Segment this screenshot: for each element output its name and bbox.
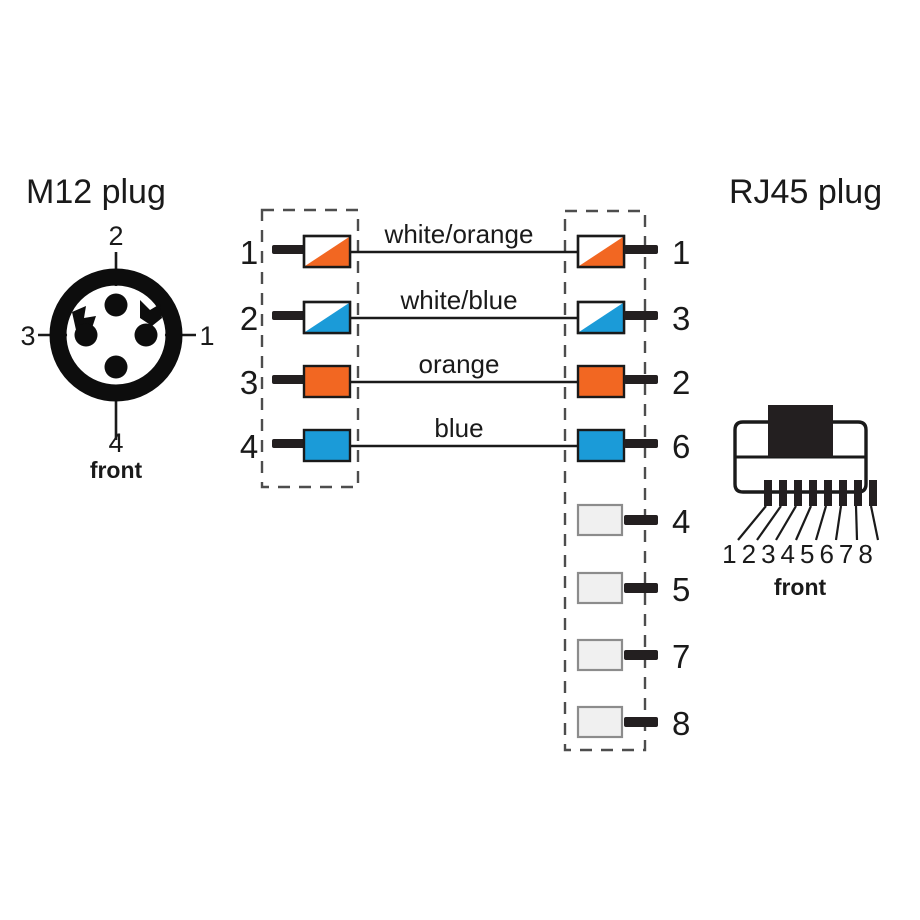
rj45-unused-terminal-block — [576, 705, 624, 739]
m12-terminal-block — [302, 364, 352, 399]
rj45-connector-illustration: 12345678 front — [722, 405, 880, 600]
m12-pin-label-right: 1 — [199, 321, 214, 351]
m12-lead-stub — [272, 375, 306, 384]
rj45-lead-stub — [624, 245, 658, 254]
wire-color-label: blue — [434, 413, 483, 443]
connection-row: 4 blue 6 — [240, 413, 691, 465]
rj45-contact-blade-8 — [869, 480, 877, 506]
rj45-terminal-number: 3 — [672, 300, 690, 337]
rj45-leader-line-1 — [737, 505, 767, 541]
rj45-lead-stub — [624, 650, 658, 660]
unused-terminal-row: 4 — [576, 503, 690, 540]
rj45-contact-blade-1 — [764, 480, 772, 506]
m12-pin-dot-3 — [74, 323, 98, 347]
m12-terminal-stripe-fill — [305, 303, 349, 332]
rj45-leader-line-3 — [775, 505, 797, 541]
wire-color-label: white/orange — [384, 219, 534, 249]
m12-pin-dot-1 — [134, 323, 158, 347]
m12-front-label: front — [90, 457, 143, 483]
rj45-lead-stub — [624, 515, 658, 525]
wire-color-label: white/blue — [399, 285, 517, 315]
m12-terminal-group-box — [260, 208, 360, 489]
rj45-contact-blade-3 — [794, 480, 802, 506]
m12-lead-stub — [272, 245, 306, 254]
rj45-leader-line-7 — [854, 505, 859, 541]
rj45-lead-stub — [624, 311, 658, 320]
rj45-leader-line-8 — [869, 505, 880, 541]
rj45-terminal-stripe-fill — [579, 303, 623, 332]
rj45-unused-terminal-block — [576, 571, 624, 605]
m12-terminal-block — [302, 428, 352, 463]
rj45-lead-stub — [624, 439, 658, 448]
connection-row: 3 orange 2 — [240, 349, 691, 401]
rj45-terminal-number: 5 — [672, 571, 690, 608]
rj45-latch-tab-overlay — [768, 405, 833, 457]
rj45-terminal-block — [576, 364, 626, 399]
rj45-unused-terminal-block — [576, 503, 624, 537]
rj45-contact-blade-4 — [809, 480, 817, 506]
rj45-front-label: front — [774, 574, 827, 600]
rj45-contact-blade-6 — [839, 480, 847, 506]
rj45-contact-blade-5 — [824, 480, 832, 506]
m12-pin-label-left: 3 — [20, 321, 35, 351]
rj45-terminal-block — [576, 428, 626, 463]
m12-pin-label-bottom: 4 — [108, 428, 123, 458]
rj45-terminal-number: 8 — [672, 705, 690, 742]
m12-connector-illustration: 2 3 1 4 front — [20, 221, 214, 483]
m12-terminal-stripe-fill — [305, 237, 349, 266]
rj45-lead-stub — [624, 375, 658, 384]
rj45-pin-digits: 12345678 — [722, 539, 878, 569]
rj45-terminal-number: 7 — [672, 638, 690, 675]
unused-terminal-row: 5 — [576, 571, 690, 608]
rj45-contact-blade-7 — [854, 480, 862, 506]
rj45-terminal-stripe-fill — [579, 237, 623, 266]
rj45-lead-stub — [624, 583, 658, 593]
m12-pin-dot-2 — [104, 293, 128, 317]
m12-plug-heading: M12 plug — [26, 173, 166, 211]
unused-terminal-row: 7 — [576, 638, 690, 675]
unused-terminal-row: 8 — [576, 705, 690, 742]
m12-terminal-number: 2 — [240, 300, 258, 337]
rj45-unused-terminal-block — [576, 638, 624, 672]
m12-pin-label-top: 2 — [108, 221, 123, 251]
m12-keyway-notch-left — [72, 306, 96, 330]
m12-terminal-number: 4 — [240, 428, 258, 465]
m12-terminal-number: 1 — [240, 234, 258, 271]
rj45-leader-line-4 — [794, 505, 813, 541]
m12-keyway-notch-right — [140, 300, 162, 326]
rj45-terminal-group-box — [563, 209, 647, 752]
connection-row: 1 white/orange 1 — [240, 219, 691, 271]
m12-pin-dot-4 — [104, 355, 128, 379]
rj45-terminal-number: 2 — [672, 364, 690, 401]
rj45-leader-line-6 — [834, 505, 843, 541]
connection-row: 2 white/blue 3 — [240, 285, 691, 337]
m12-lead-stub — [272, 311, 306, 320]
rj45-terminal-number: 6 — [672, 428, 690, 465]
rj45-leader-line-5 — [814, 505, 828, 541]
rj45-terminal-number: 1 — [672, 234, 690, 271]
rj45-lead-stub — [624, 717, 658, 727]
m12-terminal-number: 3 — [240, 364, 258, 401]
rj45-terminal-number: 4 — [672, 503, 690, 540]
rj45-contact-blade-2 — [779, 480, 787, 506]
wire-color-label: orange — [419, 349, 500, 379]
rj45-leader-line-2 — [756, 505, 782, 541]
m12-lead-stub — [272, 439, 306, 448]
m12-outer-ring — [49, 268, 183, 402]
rj45-plug-heading: RJ45 plug — [729, 173, 882, 211]
